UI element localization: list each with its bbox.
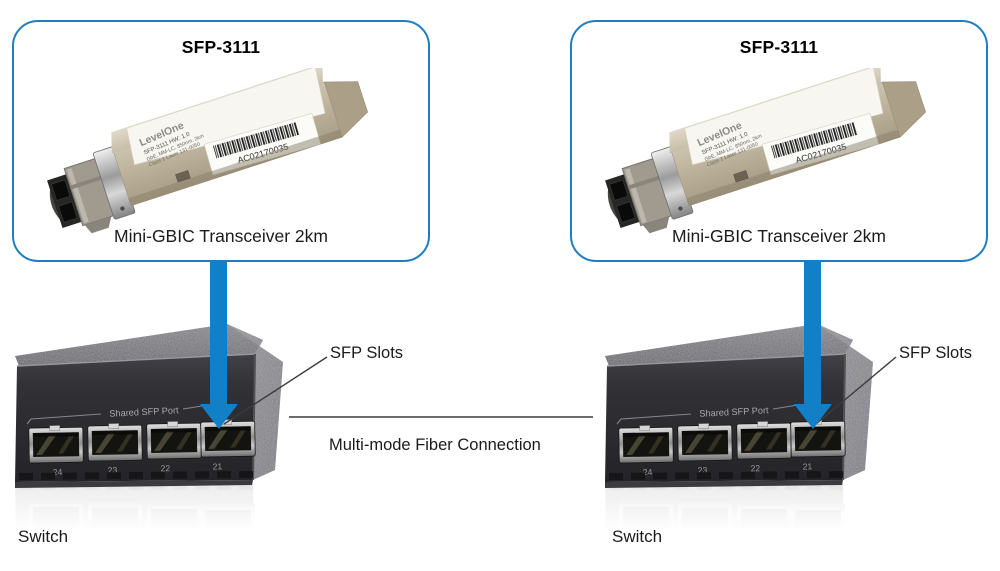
sfp-slot	[87, 423, 143, 462]
port-number-label: 23	[108, 465, 118, 475]
port-number-label: 24	[643, 467, 653, 477]
port-number-label: 23	[698, 465, 708, 475]
insert-arrow-right	[794, 261, 832, 429]
arrow-shaft	[210, 261, 227, 407]
card-title: SFP-3111	[739, 37, 819, 57]
transceiver-card-right: SFP-3111 LevelOne SFP-3111 HW: 1.0 GbE, …	[570, 20, 988, 262]
shared-sfp-port-label: Shared SFP Port	[699, 405, 769, 419]
shared-port-bracket-left	[26, 413, 102, 425]
shared-sfp-port-label: Shared SFP Port	[109, 405, 179, 419]
sfp-slot	[200, 419, 256, 458]
sfp-slots-callout-label-left: SFP Slots	[330, 344, 404, 362]
port-number-label: 21	[212, 461, 222, 471]
card-caption: Mini-GBIC Transceiver 2km	[114, 226, 328, 246]
transceiver-card-left: SFP-3111 LevelOne SFP-3111 HW: 1.0 GbE, …	[12, 20, 430, 262]
shared-port-bracket-left	[616, 413, 692, 425]
insert-arrow-left	[200, 261, 238, 429]
sfp-slot	[736, 421, 792, 460]
sfp-slot	[790, 419, 846, 458]
port-number-label: 22	[750, 463, 760, 473]
switch-image-left: 24 23 22 21 Shared SFP Port 24 23	[15, 322, 283, 571]
port-number-label: 24	[53, 467, 63, 477]
arrow-shaft	[804, 261, 821, 407]
fiber-connection-label: Multi-mode Fiber Connection	[329, 436, 541, 454]
sfp-slots-callout-label-right: SFP Slots	[899, 344, 973, 362]
sfp-module-image: LevelOne SFP-3111 HW: 1.0 GbE, MM-LC, 85…	[605, 68, 926, 234]
switch-top-face	[605, 324, 853, 366]
module-label	[126, 68, 326, 166]
switch-illustration: 24 23 22 21 Shared SFP Port 24 23	[15, 324, 283, 571]
sfp-module-image: LevelOne SFP-3111 HW: 1.0 GbE, MM-LC, 85…	[47, 68, 368, 234]
shared-port-bracket-right	[772, 404, 799, 410]
switch-top-face	[15, 324, 263, 366]
vent-notches	[18, 470, 254, 481]
barcode	[770, 122, 858, 159]
sfp-slot	[28, 425, 84, 464]
port-number-label: 21	[802, 461, 812, 471]
switch-illustration: 24 23 22 21 Shared SFP Port 24 23	[605, 324, 873, 571]
sfp-slot	[618, 425, 674, 464]
barcode	[212, 122, 300, 159]
arrow-head	[200, 404, 238, 429]
arrow-head	[794, 404, 832, 429]
card-title: SFP-3111	[181, 37, 261, 57]
switch-label-right: Switch	[612, 527, 663, 546]
switch-image-right: 24 23 22 21 Shared SFP Port 24 23	[605, 322, 873, 571]
port-number-label: 22	[160, 463, 170, 473]
module-label	[684, 68, 884, 166]
switch-label-left: Switch	[18, 527, 69, 546]
sfp-slot	[146, 421, 202, 460]
sfp-slot	[677, 423, 733, 462]
card-caption: Mini-GBIC Transceiver 2km	[672, 226, 886, 246]
vent-notches	[608, 470, 844, 481]
